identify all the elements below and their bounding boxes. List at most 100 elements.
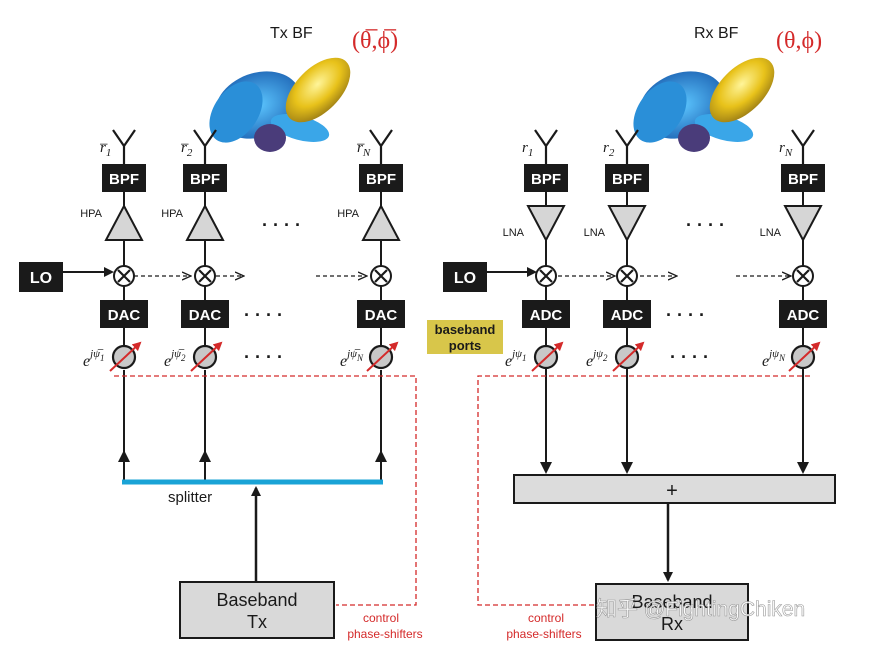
- tx-beam-pattern: [209, 57, 351, 152]
- baseband-ports-bg: [427, 320, 503, 354]
- tx-chain-1-up-arrow-icon: [118, 450, 130, 462]
- rx-chain-2-antenna-label: r2: [603, 140, 615, 159]
- tx-baseband-box: [179, 581, 335, 639]
- rx-chain-3-antenna-label: rN: [779, 140, 793, 159]
- tx-splitter-label: splitter: [168, 489, 212, 506]
- rx-baseband-line2: Rx: [661, 614, 683, 634]
- rx-chain-3-converter-box: [779, 300, 827, 328]
- tx-chain-1-bpf-box: [102, 164, 146, 192]
- rx-chain-3-amp-label: LNA: [760, 227, 782, 239]
- tx-baseband-line2: Tx: [247, 612, 267, 632]
- rx-chain-2-bpf-label: BPF: [612, 171, 642, 188]
- tx-chain-2-antenna-label: r̅2: [180, 140, 193, 159]
- tx-baseband-line1: Baseband: [216, 590, 297, 610]
- rx-ellipsis-phase: · · · ·: [670, 347, 709, 367]
- tx-chain-1-phase-label: ejψ̅1: [83, 348, 105, 370]
- tx-control-line1: control: [363, 611, 399, 625]
- rx-chain-2-converter-box: [603, 300, 651, 328]
- rx-chains: r1BPFLNAADCejψ1r2BPFLNAADCejψ2rNBPFLNAAD…: [503, 129, 827, 474]
- rx-chain-3-bpf-label: BPF: [788, 171, 818, 188]
- tx-chain-3-up-arrow-icon: [375, 450, 387, 462]
- tx-title: Tx BF: [270, 25, 313, 42]
- tx-chain-2-amp-icon: [185, 203, 225, 241]
- rx-chain-1-mixer-cross: [539, 269, 553, 283]
- rx-chain-3-phase-arrow: [788, 341, 821, 372]
- baseband-ports-line2: ports: [449, 338, 482, 353]
- rx-chain-3-bpf-box: [781, 164, 825, 192]
- tx-chain-2-up-arrow-icon: [199, 450, 211, 462]
- tx-chain-2-amp-label: HPA: [161, 208, 183, 220]
- rx-combiner-label: +: [666, 480, 678, 502]
- tx-chain-2-converter-label: DAC: [189, 307, 222, 324]
- rx-chain-3-mixer-cross: [796, 269, 810, 283]
- tx-chain-1-amp-label: HPA: [80, 208, 102, 220]
- tx-chain-1-mixer-cross: [117, 269, 131, 283]
- tx-chain-3-amp-label: HPA: [337, 208, 359, 220]
- tx-chain-2-converter-box: [181, 300, 229, 328]
- tx-chain-1-converter-label: DAC: [108, 307, 141, 324]
- tx-chain-1-phase-arrow: [109, 341, 142, 372]
- tx-ellipsis-dac: · · · ·: [244, 305, 283, 325]
- rx-chain-1-amp-icon: [526, 205, 566, 243]
- rx-baseband-box: [595, 583, 749, 641]
- rx-chain-1-amp-label: LNA: [503, 227, 525, 239]
- tx-chain-1-amp-icon: [104, 203, 144, 241]
- rx-chain-1-phase-arrow: [531, 341, 564, 372]
- tx-control-line2: phase-shifters: [347, 627, 422, 641]
- baseband-ports-line1: baseband: [435, 322, 496, 337]
- rx-chain-1-antenna-icon: [534, 129, 558, 164]
- rx-chain-2-amp-icon: [607, 205, 647, 243]
- tx-chain-1-bpf-label: BPF: [109, 171, 139, 188]
- tx-chain-2-mixer-cross: [198, 269, 212, 283]
- tx-chain-3-mixer-cross: [374, 269, 388, 283]
- tx-chain-3-phase-label: ejψ̅N: [340, 348, 364, 370]
- rx-chain-3-converter-label: ADC: [787, 307, 820, 324]
- rx-lo-box: [443, 262, 487, 292]
- tx-chain-3-antenna-label: r̅N: [356, 140, 371, 159]
- tx-chain-2-bpf-box: [183, 164, 227, 192]
- rx-section: Rx BF (θ,ϕ) r1BPFLNAADCejψ1r2BPFLNAADCej…: [443, 25, 836, 641]
- watermark: 知乎 @FightingChiken: [596, 598, 805, 621]
- rx-chain-2-converter-label: ADC: [611, 307, 644, 324]
- tx-chain-2-antenna-icon: [193, 129, 217, 164]
- rx-chain-1-bpf-box: [524, 164, 568, 192]
- tx-chain-2-phase-label: ejψ̅2: [164, 348, 186, 370]
- rx-chain-3-amp-icon: [783, 205, 823, 243]
- tx-chain-1-converter-box: [100, 300, 148, 328]
- rx-control-line: [477, 375, 810, 606]
- rx-ellipsis-adc: · · · ·: [666, 305, 705, 325]
- rx-combiner-box: [513, 474, 836, 504]
- rx-title: Rx BF: [694, 25, 739, 42]
- rx-chain-1-bpf-label: BPF: [531, 171, 561, 188]
- rx-chain-2-amp-label: LNA: [584, 227, 606, 239]
- rx-beam-pattern: [633, 57, 775, 152]
- tx-chain-3-converter-label: DAC: [365, 307, 398, 324]
- rx-baseband-line1: Baseband: [631, 592, 712, 612]
- rx-chain-2-down-arrow-icon: [621, 462, 633, 474]
- tx-chain-3-converter-box: [357, 300, 405, 328]
- tx-chain-1-antenna-label: r̅1: [99, 140, 111, 159]
- rx-chain-3-phase-label: ejψN: [762, 348, 786, 370]
- rx-chain-3-down-arrow-icon: [797, 462, 809, 474]
- rx-control-line1: control: [528, 611, 564, 625]
- rx-control-line2: phase-shifters: [506, 627, 581, 641]
- tx-chain-2-phase-arrow: [190, 341, 223, 372]
- rx-chain-1-antenna-label: r1: [522, 140, 533, 159]
- tx-chain-3-bpf-box: [359, 164, 403, 192]
- tx-ellipsis-amp: · · · ·: [262, 215, 301, 235]
- rx-lo-label: LO: [454, 270, 476, 287]
- tx-chain-3-antenna-icon: [369, 129, 393, 164]
- tx-chain-2-bpf-label: BPF: [190, 171, 220, 188]
- rx-chain-1-converter-label: ADC: [530, 307, 563, 324]
- rx-chain-1-down-arrow-icon: [540, 462, 552, 474]
- tx-control-line: [114, 375, 417, 606]
- tx-chain-3-amp-icon: [361, 203, 401, 241]
- tx-angle: (θ̅,ϕ̅): [352, 28, 398, 54]
